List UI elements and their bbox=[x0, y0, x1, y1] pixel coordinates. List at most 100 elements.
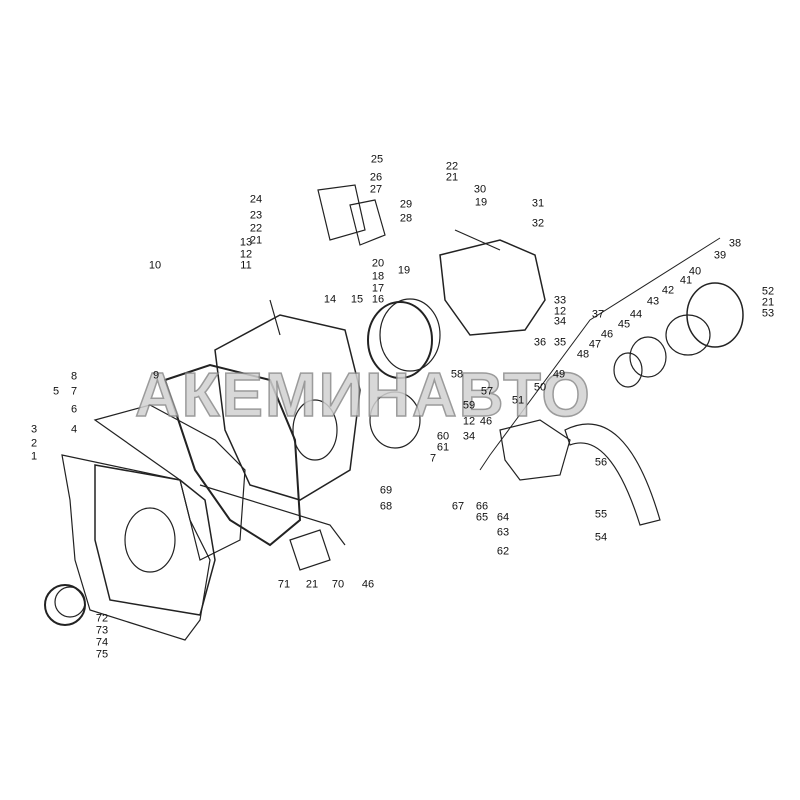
part-number-label: 12 bbox=[462, 415, 476, 428]
oil-pipe-2 bbox=[269, 229, 501, 336]
part-number-label: 17 bbox=[371, 282, 385, 295]
part-number-label: 75 bbox=[95, 648, 109, 661]
part-number-label: 51 bbox=[511, 394, 525, 407]
part-number-label: 68 bbox=[379, 500, 393, 513]
part-number-label: 16 bbox=[371, 293, 385, 306]
part-number-label: 3 bbox=[30, 423, 38, 436]
part-number-label: 54 bbox=[594, 531, 608, 544]
seal-ring-inner bbox=[54, 586, 86, 618]
part-number-label: 26 bbox=[369, 171, 383, 184]
part-number-label: 63 bbox=[496, 526, 510, 539]
part-number-label: 57 bbox=[480, 385, 494, 398]
part-number-label: 65 bbox=[475, 511, 489, 524]
part-number-label: 44 bbox=[629, 308, 643, 321]
part-number-label: 29 bbox=[399, 198, 413, 211]
part-number-label: 71 bbox=[277, 578, 291, 591]
part-number-label: 62 bbox=[496, 545, 510, 558]
valve-block bbox=[289, 529, 331, 571]
lever-arm bbox=[564, 423, 661, 526]
part-number-label: 39 bbox=[713, 249, 727, 262]
housing-bore bbox=[292, 399, 338, 461]
part-number-label: 58 bbox=[450, 368, 464, 381]
cover-bore bbox=[124, 507, 176, 573]
intermediate-housing bbox=[93, 404, 246, 561]
part-number-label: 32 bbox=[531, 217, 545, 230]
part-number-label: 59 bbox=[462, 399, 476, 412]
part-number-label: 21 bbox=[305, 578, 319, 591]
part-number-label: 24 bbox=[249, 193, 263, 206]
bearing-ring bbox=[367, 301, 433, 379]
part-number-label: 21 bbox=[249, 234, 263, 247]
part-number-label: 15 bbox=[350, 293, 364, 306]
part-number-label: 72 bbox=[95, 612, 109, 625]
part-number-label: 74 bbox=[95, 636, 109, 649]
part-number-label: 7 bbox=[429, 452, 437, 465]
part-number-label: 11 bbox=[240, 259, 252, 272]
part-number-label: 30 bbox=[473, 183, 487, 196]
part-number-label: 56 bbox=[594, 456, 608, 469]
part-number-label: 43 bbox=[646, 295, 660, 308]
part-number-label: 19 bbox=[474, 196, 488, 209]
part-number-label: 37 bbox=[591, 308, 605, 321]
part-number-label: 35 bbox=[553, 336, 567, 349]
part-number-label: 69 bbox=[379, 484, 393, 497]
part-number-label: 46 bbox=[600, 328, 614, 341]
snap-ring bbox=[613, 352, 643, 388]
bracket-37 bbox=[479, 237, 721, 471]
main-housing bbox=[214, 314, 361, 501]
part-number-label: 12 bbox=[239, 248, 253, 261]
o-ring bbox=[665, 314, 711, 356]
part-number-label: 5 bbox=[52, 385, 60, 398]
part-number-label: 46 bbox=[361, 578, 375, 591]
part-number-label: 48 bbox=[576, 348, 590, 361]
pump-cover bbox=[317, 184, 366, 241]
part-number-label: 52 bbox=[761, 285, 775, 298]
part-number-label: 18 bbox=[371, 270, 385, 283]
part-number-label: 34 bbox=[553, 315, 567, 328]
bearing bbox=[629, 336, 667, 378]
part-number-label: 60 bbox=[436, 430, 450, 443]
part-number-label: 1 bbox=[30, 450, 38, 463]
part-number-label: 27 bbox=[369, 183, 383, 196]
part-number-label: 12 bbox=[553, 305, 567, 318]
output-shaft bbox=[499, 419, 571, 481]
part-number-label: 9 bbox=[152, 369, 160, 382]
part-number-label: 20 bbox=[371, 257, 385, 270]
part-number-label: 70 bbox=[331, 578, 345, 591]
pump-gasket bbox=[349, 199, 386, 246]
part-number-label: 4 bbox=[70, 423, 78, 436]
part-number-label: 42 bbox=[661, 284, 675, 297]
part-number-label: 2 bbox=[30, 437, 38, 450]
part-number-label: 6 bbox=[70, 403, 78, 416]
part-number-label: 46 bbox=[479, 415, 493, 428]
part-number-label: 50 bbox=[533, 381, 547, 394]
part-number-label: 40 bbox=[688, 265, 702, 278]
part-number-label: 67 bbox=[451, 500, 465, 513]
part-number-label: 33 bbox=[553, 294, 567, 307]
part-number-label: 10 bbox=[148, 259, 162, 272]
part-number-label: 21 bbox=[445, 171, 459, 184]
part-number-label: 53 bbox=[761, 307, 775, 320]
part-number-label: 31 bbox=[531, 197, 545, 210]
part-number-label: 34 bbox=[462, 430, 476, 443]
part-number-label: 41 bbox=[679, 274, 693, 287]
flange bbox=[369, 391, 421, 449]
watermark: АКЕМИНАВТО bbox=[134, 360, 592, 431]
part-number-label: 64 bbox=[496, 511, 510, 524]
part-number-label: 22 bbox=[445, 160, 459, 173]
oil-pipe bbox=[199, 484, 346, 546]
part-number-label: 23 bbox=[249, 209, 263, 222]
rear-housing bbox=[439, 239, 546, 336]
part-number-label: 49 bbox=[552, 368, 566, 381]
part-number-label: 73 bbox=[95, 624, 109, 637]
part-number-label: 61 bbox=[436, 441, 450, 454]
part-number-label: 8 bbox=[70, 370, 78, 383]
bearing-ring-outer bbox=[379, 298, 441, 372]
part-number-label: 25 bbox=[370, 153, 384, 166]
part-number-label: 13 bbox=[239, 236, 253, 249]
part-number-label: 45 bbox=[617, 318, 631, 331]
front-cover bbox=[94, 464, 216, 616]
rear-cover bbox=[686, 282, 744, 348]
